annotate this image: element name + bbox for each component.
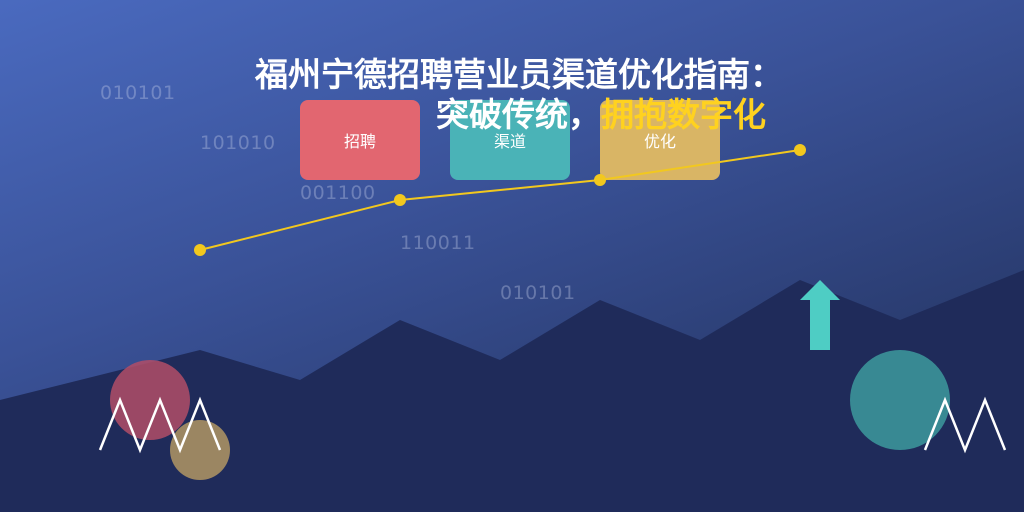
card-label: 渠道	[493, 132, 526, 151]
title-line-2-prefix: 突破传统，	[436, 95, 601, 134]
trend-point	[594, 174, 606, 186]
trend-point	[394, 194, 406, 206]
card-label: 优化	[643, 132, 676, 151]
red-circle-decoration	[110, 360, 190, 440]
trend-line	[199, 149, 801, 251]
binary-code: 010101	[100, 82, 176, 104]
mountain-silhouette	[0, 270, 1024, 512]
up-arrow-icon	[800, 280, 840, 350]
zigzag-left-decoration	[98, 396, 222, 454]
binary-code: 010101	[500, 282, 576, 304]
trend-point	[794, 144, 806, 156]
teal-circle-decoration	[850, 350, 950, 450]
title-line-2: 突破传统，拥抱数字化	[436, 88, 766, 136]
card-optimize: 优化	[600, 100, 720, 180]
card-recruit: 招聘	[300, 100, 420, 180]
title-line-1: 福州宁德招聘营业员渠道优化指南：	[255, 55, 783, 94]
binary-code: 001100	[300, 182, 376, 204]
zigzag-right-decoration	[923, 396, 1007, 454]
title-highlight: 拥抱数字化	[601, 95, 766, 134]
card-channel: 渠道	[450, 100, 570, 180]
binary-code: 101010	[200, 132, 276, 154]
card-label: 招聘	[343, 132, 376, 151]
binary-code: 110011	[400, 232, 476, 254]
trend-point	[194, 244, 206, 256]
